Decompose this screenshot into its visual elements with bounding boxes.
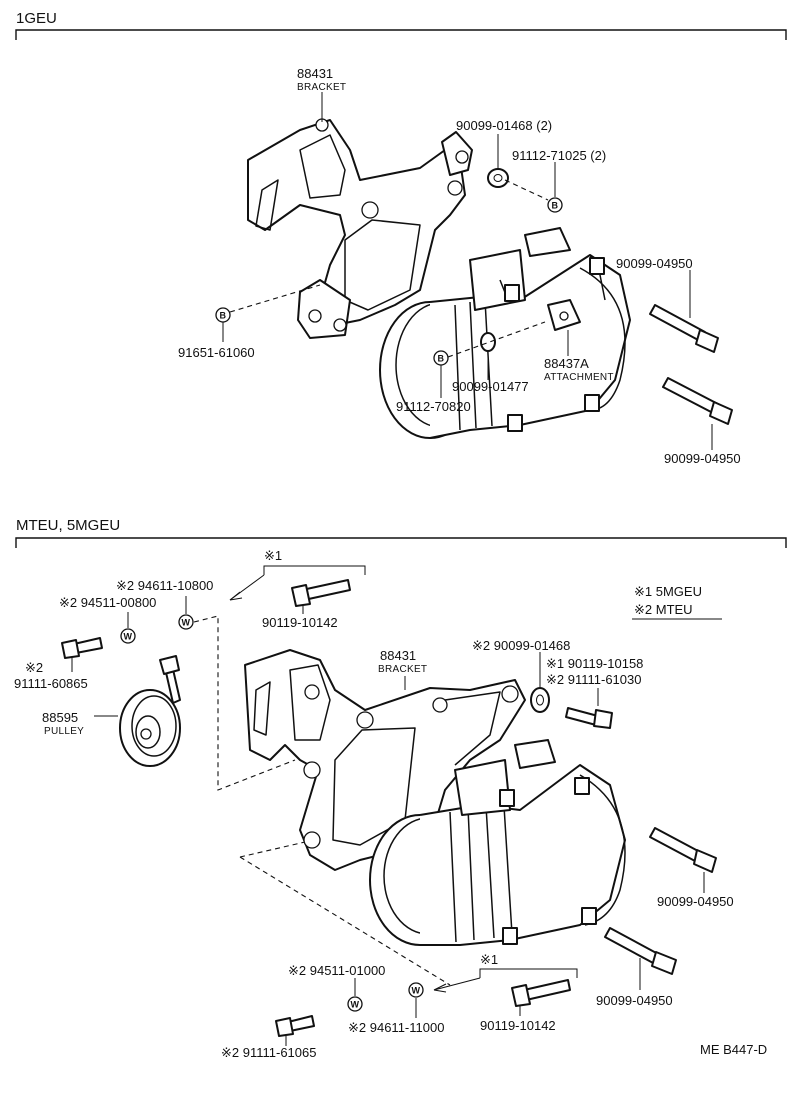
label-88595: 88595 xyxy=(42,710,78,725)
washer-90099-01477 xyxy=(480,332,496,352)
bolt-90119-10158 xyxy=(565,707,613,729)
note-1-top: ※1 xyxy=(264,548,282,563)
label-94611-11000: ※2 94611-11000 xyxy=(348,1020,444,1035)
figure-code: ME B447-D xyxy=(700,1042,767,1057)
washer-90099-01468 xyxy=(487,168,509,188)
label-90099-01477: 90099-01477 xyxy=(452,379,529,394)
label-88431-mteu: 88431 xyxy=(380,648,416,663)
label-91111-60865: 91111-60865 xyxy=(14,676,88,691)
label-91111-61065: ※2 91111-61065 xyxy=(221,1045,316,1060)
note-1-bottom: ※1 xyxy=(480,952,498,967)
label-88431: 88431 xyxy=(297,66,333,81)
section-title-mteu-5mgeu: MTEU, 5MGEU xyxy=(16,517,120,534)
washer-w-94611-11000: W xyxy=(408,982,424,998)
label-90099-04950-b: 90099-04950 xyxy=(664,451,741,466)
bolt-91111-61065 xyxy=(275,1015,315,1037)
svg-text:B: B xyxy=(438,354,445,364)
label-90099-01468: 90099-01468 (2) xyxy=(456,118,552,133)
bolt-90099-04950-a xyxy=(649,304,719,353)
label-91112-71025: 91112-71025 (2) xyxy=(512,148,606,163)
washer-90099-01468-mteu xyxy=(530,687,550,713)
svg-text:B: B xyxy=(220,311,227,321)
label-91112-70820: 91112-70820 xyxy=(396,399,471,414)
label-90099-04950-c: 90099-04950 xyxy=(657,894,734,909)
label-bracket: BRACKET xyxy=(297,82,346,93)
bolt-90099-04950-d xyxy=(604,927,677,975)
compressor-mteu xyxy=(369,739,626,946)
section-2-bracket-line xyxy=(15,537,787,548)
label-94611-10800: ※2 94611-10800 xyxy=(116,578,213,593)
svg-text:B: B xyxy=(552,201,559,211)
attachment-88437a xyxy=(547,299,581,331)
bolt-90119-10142-bottom xyxy=(511,979,571,1007)
bolt-91111-60865 xyxy=(61,637,103,659)
compressor-1geu xyxy=(379,227,631,439)
pulley-88595 xyxy=(119,655,181,767)
bolt-90099-04950-c xyxy=(649,827,717,873)
bracket-88431-mteu xyxy=(244,649,526,871)
label-attachment: ATTACHMENT xyxy=(544,372,614,383)
washer-b-91651-61060: B xyxy=(215,307,231,323)
label-90099-01468-mteu: ※2 90099-01468 xyxy=(472,638,570,653)
washer-b-91112-71025: B xyxy=(547,197,563,213)
label-90119-10158: ※1 90119-10158 xyxy=(546,656,643,671)
label-90119-10142-b: 90119-10142 xyxy=(480,1018,556,1033)
legend-1: ※1 5MGEU xyxy=(634,584,702,599)
washer-w-94511-01000: W xyxy=(347,996,363,1012)
bolt-90099-04950-b xyxy=(662,377,733,425)
svg-text:W: W xyxy=(412,986,421,996)
label-91111-61030: ※2 91111-61030 xyxy=(546,672,641,687)
svg-text:W: W xyxy=(182,618,191,628)
label-bracket-mteu: BRACKET xyxy=(378,664,427,675)
bolt-90119-10142-top xyxy=(291,579,351,607)
section-1-bracket-line xyxy=(15,29,787,40)
label-pulley: PULLEY xyxy=(44,726,84,737)
label-88437a: 88437A xyxy=(544,356,589,371)
bracket-88431-1geu xyxy=(247,118,473,339)
washer-b-91112-70820: B xyxy=(433,350,449,366)
label-94511-01000: ※2 94511-01000 xyxy=(288,963,385,978)
svg-text:W: W xyxy=(351,1000,360,1010)
label-94511-00800: ※2 94511-00800 xyxy=(59,595,156,610)
label-91651-61060: 91651-61060 xyxy=(178,345,255,360)
svg-text:W: W xyxy=(124,632,133,642)
washer-w-94611-10800: W xyxy=(178,614,194,630)
label-m2-91111-60865: ※2 xyxy=(25,660,43,675)
label-90119-10142-a: 90119-10142 xyxy=(262,615,338,630)
legend-2: ※2 MTEU xyxy=(634,602,693,617)
label-90099-04950-d: 90099-04950 xyxy=(596,993,673,1008)
washer-w-94511-00800: W xyxy=(120,628,136,644)
section-title-1geu: 1GEU xyxy=(16,10,57,27)
label-90099-04950-a: 90099-04950 xyxy=(616,256,693,271)
